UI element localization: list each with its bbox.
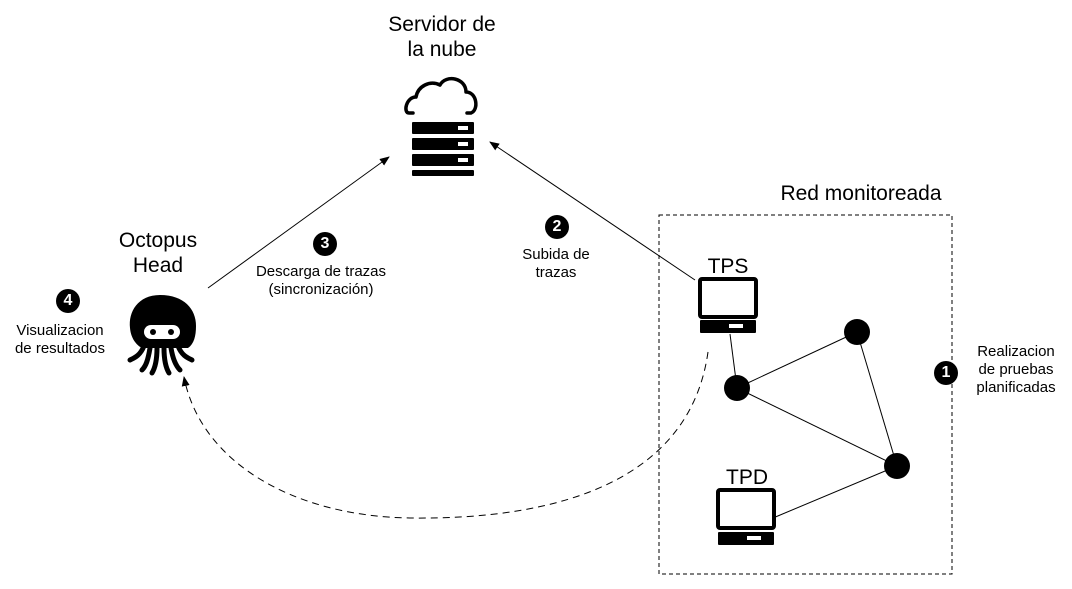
octopus-title-line2: Head [132, 254, 184, 278]
step-4-badge: 4 [56, 289, 80, 313]
step-4-line1: Visualizacion [16, 322, 104, 339]
step-1-label: Realizacion de pruebas planificadas [962, 343, 1070, 397]
arrow-download-traces [207, 156, 390, 289]
step-2-badge: 2 [545, 215, 569, 239]
server-title-line1: Servidor de [388, 13, 496, 36]
step-2-label: Subida de trazas [506, 246, 606, 282]
tps-label: TPS [707, 255, 749, 278]
network-title: Red monitoreada [780, 182, 942, 205]
step-3-label: Descarga de trazas (sincronización) [236, 263, 406, 299]
step-4-line2: de resultados [14, 340, 106, 357]
step-1-line3: planificadas [976, 379, 1056, 396]
arrow-upload-traces [489, 141, 696, 281]
step-4-label: Visualizacion de resultados [2, 322, 118, 358]
step-2-line2: trazas [535, 264, 577, 281]
network-node [844, 319, 870, 345]
step-2-line1: Subida de [522, 246, 590, 263]
tps-computer-icon [698, 277, 758, 333]
tpd-computer-icon [716, 488, 776, 545]
step-3-line2: (sincronización) [268, 281, 374, 298]
network-boundary [658, 214, 953, 575]
network-node [884, 453, 910, 479]
step-1-badge: 1 [934, 361, 958, 385]
step-3-line1: Descarga de trazas [255, 263, 387, 280]
arrow-visualization [181, 351, 709, 519]
network-node [724, 375, 750, 401]
server-title-line2: la nube [407, 38, 477, 62]
octopus-title-line1: Octopus [118, 229, 198, 252]
step-3-badge: 3 [313, 232, 337, 256]
step-1-line1: Realizacion [977, 343, 1055, 360]
step-1-line2: de pruebas [978, 361, 1054, 378]
octopus-icon [127, 295, 196, 376]
tpd-label: TPD [726, 466, 768, 489]
server-title: Servidor de la nube [362, 12, 522, 62]
octopus-head-title: Octopus Head [98, 228, 218, 278]
cloud-server-icon [404, 76, 478, 176]
network-edges [729, 331, 898, 519]
